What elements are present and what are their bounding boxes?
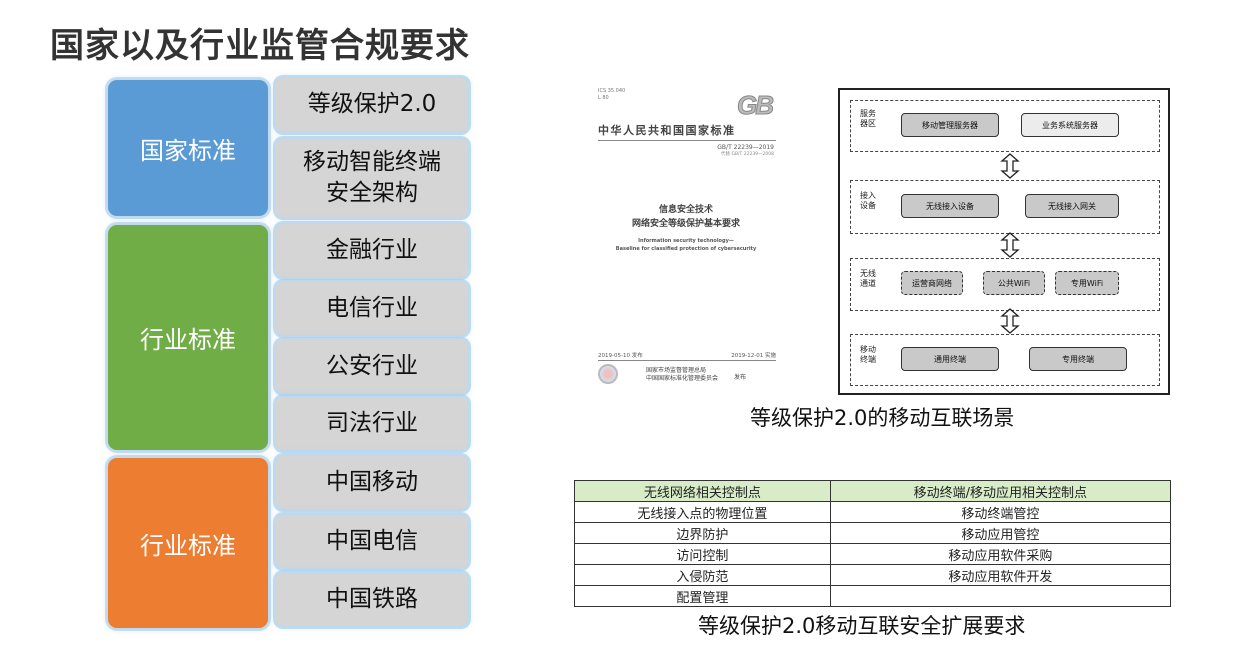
control-points-table: 无线网络相关控制点 移动终端/移动应用相关控制点 无线接入点的物理位置 移动终端… (574, 480, 1172, 607)
layer-access-device: 接入 设备 无线接入设备 无线接入网关 (850, 180, 1160, 234)
item-judicial: 司法行业 (276, 397, 468, 450)
table-cell: 移动应用软件开发 (829, 564, 1172, 586)
mobile-internet-diagram: 服务 器区 移动管理服务器 业务系统服务器 接入 设备 无线接入设备 无线接入网… (838, 88, 1170, 395)
gb-standard-cover: ICS 35.040 L 80 GB 中华人民共和国国家标准 GB/T 2223… (586, 80, 786, 398)
node-business-server: 业务系统服务器 (1021, 113, 1119, 137)
item-china-mobile: 中国移动 (276, 456, 468, 509)
item-public-security: 公安行业 (276, 340, 468, 393)
node-general-terminal: 通用终端 (901, 347, 999, 371)
doc-ccs: L 80 (598, 95, 609, 101)
doc-code-replaces: 代替 GB/T 22239—2008 (721, 151, 774, 157)
double-arrow-icon (1000, 308, 1020, 334)
seal-icon (598, 364, 618, 384)
table-header: 移动终端/移动应用相关控制点 (829, 480, 1172, 502)
doc-issuer: 国家市场监督管理总局 中国国家标准化管理委员会 (646, 367, 718, 384)
doc-impl-date: 2019-12-01 实施 (731, 353, 776, 359)
item-china-telecom: 中国电信 (276, 515, 468, 568)
table-cell: 入侵防范 (574, 564, 831, 586)
doc-title-en-1: Information security technology— (638, 238, 734, 244)
node-carrier-network: 运营商网络 (901, 271, 963, 295)
category-industry-1: 行业标准 (108, 225, 268, 450)
table-cell: 移动终端管控 (829, 501, 1172, 523)
item-telecom: 电信行业 (276, 282, 468, 335)
table-cell: 边界防护 (574, 522, 831, 544)
doc-rule-bottom (598, 360, 776, 361)
double-arrow-icon (1000, 153, 1020, 179)
layer-label: 接入 设备 (860, 191, 876, 211)
table-row: 边界防护 移动应用管控 (574, 522, 1172, 544)
doc-issuer-1: 国家市场监督管理总局 (646, 367, 707, 374)
double-arrow-icon (1000, 232, 1020, 258)
layer-server-zone: 服务 器区 移动管理服务器 业务系统服务器 (850, 100, 1160, 152)
layer-label: 无线 通道 (860, 269, 876, 289)
doc-title-en: Information security technology— Baselin… (586, 238, 786, 253)
table-row: 无线接入点的物理位置 移动终端管控 (574, 501, 1172, 523)
table-caption: 等级保护2.0移动互联安全扩展要求 (698, 614, 1026, 638)
category-national: 国家标准 (108, 80, 268, 216)
doc-code: GB/T 22239—2019 代替 GB/T 22239—2008 (717, 144, 774, 158)
doc-title-cn-2: 网络安全等级保护基本要求 (631, 218, 740, 229)
layer-label: 移动 终端 (860, 345, 876, 365)
table-cell: 移动应用管控 (829, 522, 1172, 544)
doc-issue-date: 2019-05-10 发布 (598, 353, 643, 359)
table-cell: 访问控制 (574, 543, 831, 565)
node-dedicated-terminal: 专用终端 (1029, 347, 1127, 371)
layer-mobile-terminal: 移动 终端 通用终端 专用终端 (850, 334, 1160, 386)
item-mobile-terminal-arch: 移动智能终端 安全架构 (276, 139, 468, 217)
layer-wireless-channel: 无线 通道 运营商网络 公共WiFi 专用WiFi (850, 258, 1160, 311)
item-china-railway: 中国铁路 (276, 573, 468, 626)
doc-rule-top (598, 140, 776, 141)
doc-national-standard: 中华人民共和国国家标准 (598, 124, 736, 137)
node-wireless-access-device: 无线接入设备 (901, 194, 999, 218)
doc-issuer-2: 中国国家标准化管理委员会 (646, 375, 719, 383)
doc-title-cn-1: 信息安全技术 (658, 205, 713, 215)
gb-logo: GB (737, 90, 775, 121)
category-industry-2: 行业标准 (108, 458, 268, 628)
table-row: 配置管理 (574, 585, 1172, 607)
doc-title-cn: 信息安全技术 网络安全等级保护基本要求 (586, 204, 786, 231)
table-cell (829, 585, 1172, 607)
table-header-row: 无线网络相关控制点 移动终端/移动应用相关控制点 (574, 480, 1172, 502)
scenario-caption: 等级保护2.0的移动互联场景 (750, 406, 1015, 430)
layer-label: 服务 器区 (860, 109, 876, 129)
doc-ics: ICS 35.040 (598, 88, 626, 94)
doc-publish: 发布 (734, 374, 747, 381)
table-cell: 移动应用软件采购 (829, 543, 1172, 565)
doc-code-number: GB/T 22239—2019 (717, 144, 774, 151)
node-private-wifi: 专用WiFi (1055, 271, 1119, 295)
table-row: 入侵防范 移动应用软件开发 (574, 564, 1172, 586)
item-finance: 金融行业 (276, 224, 468, 277)
node-wireless-access-gateway: 无线接入网关 (1025, 194, 1119, 218)
node-public-wifi: 公共WiFi (983, 271, 1045, 295)
table-row: 访问控制 移动应用软件采购 (574, 543, 1172, 565)
table-header: 无线网络相关控制点 (574, 480, 831, 502)
item-dengbao: 等级保护2.0 (276, 78, 468, 132)
doc-title-en-2: Baseline for classified protection of cy… (615, 245, 757, 252)
table-cell: 配置管理 (574, 585, 831, 607)
page-title: 国家以及行业监管合规要求 (50, 26, 470, 66)
node-mdm-server: 移动管理服务器 (901, 113, 999, 137)
table-cell: 无线接入点的物理位置 (574, 501, 831, 523)
